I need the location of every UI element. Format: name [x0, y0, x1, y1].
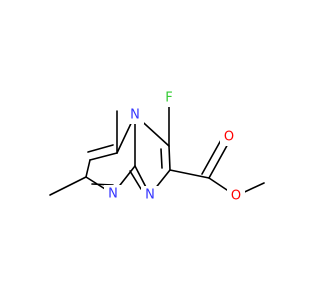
ester-oxygen-label: O	[231, 189, 241, 204]
bond-c3-c2-double	[160, 148, 163, 169]
atom-label-group: F N N N O O	[104, 89, 245, 205]
chemical-structure-drawing: F N N N O O	[49, 89, 265, 205]
pyrimidine-nitrogen-label: N	[108, 187, 118, 202]
bond-carbonyl-double	[201, 139, 222, 175]
bond-c2-carboxyl	[169, 169, 210, 179]
structure-canvas: F N N N O O	[49, 89, 265, 205]
pyrimidine-nitrogen-mask	[104, 185, 122, 203]
carbonyl-oxygen-mask	[220, 128, 238, 146]
fluorine-mask	[161, 89, 177, 107]
bridgehead-nitrogen-mask	[126, 106, 144, 124]
bond-c7-n8-double	[91, 183, 114, 186]
bond-c7-methyl	[49, 176, 87, 196]
imidazole-nitrogen-label: N	[145, 188, 155, 203]
bond-c5-c6	[89, 152, 118, 161]
ester-oxygen-mask	[227, 187, 245, 205]
bond-c5-c6-double	[87, 144, 114, 153]
bond-carbonyl	[208, 141, 230, 179]
bond-n1-c8a-double	[129, 170, 142, 190]
imidazole-nitrogen-mask	[141, 186, 159, 204]
bridgehead-nitrogen-label: N	[130, 108, 140, 123]
fluorine-label: F	[165, 91, 172, 106]
bond-c6-c7	[85, 159, 91, 178]
bond-c3-c2	[168, 145, 171, 171]
carbonyl-oxygen-label: O	[224, 130, 234, 145]
bond-group	[49, 106, 265, 197]
